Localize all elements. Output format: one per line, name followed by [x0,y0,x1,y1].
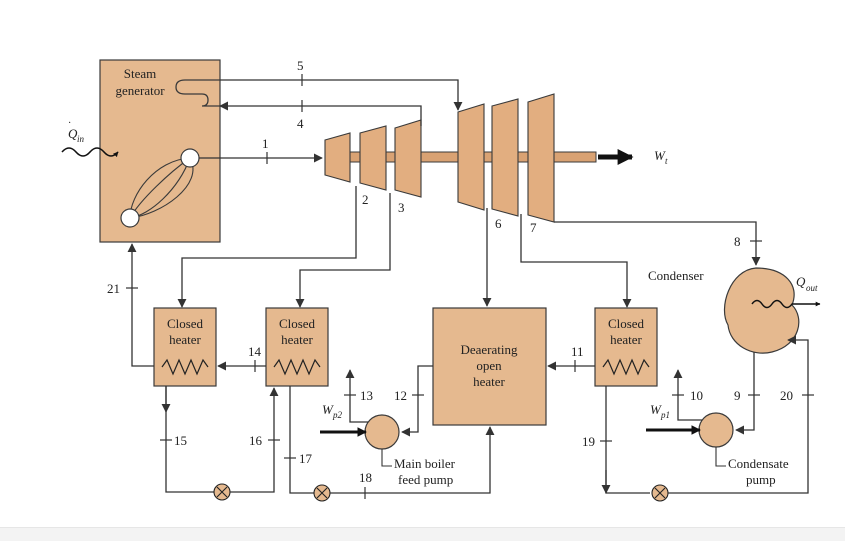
reheater-coil [175,79,220,107]
svg-text:t: t [665,156,668,166]
closed-heater-1: Closed heater [153,307,217,387]
q-in-heat: Q in · [61,118,119,158]
svg-text:W: W [650,402,662,417]
line-3 [295,193,391,308]
svg-text:p2: p2 [332,410,343,420]
svg-text:Closed: Closed [167,316,204,331]
svg-text:p1: p1 [660,410,670,420]
svg-text:heater: heater [473,374,505,389]
steam-generator-label-2: generator [115,83,165,98]
boiler-drum-bottom [120,208,140,228]
power-plant-diagram: Steam generator Q in · W t [61,58,821,502]
line-17 [289,386,314,494]
svg-text:Closed: Closed [279,316,316,331]
condenser: Condenser Q out [648,267,821,354]
turbine-stage-lp2 [491,98,519,217]
svg-text:Deaerating: Deaerating [460,342,518,357]
line-18 [330,426,495,494]
line-20 [668,335,809,494]
svg-text:pump: pump [746,472,776,487]
svg-text:1: 1 [262,136,269,151]
svg-text:6: 6 [495,216,502,231]
line-4 [219,101,422,126]
svg-text:13: 13 [360,388,373,403]
bottom-rule [0,527,845,541]
turbine-stage-hp1 [324,132,351,183]
svg-text:19: 19 [582,434,595,449]
line-12 [401,365,433,437]
svg-text:18: 18 [359,470,372,485]
svg-text:17: 17 [299,451,313,466]
svg-text:7: 7 [530,220,537,235]
svg-text:12: 12 [394,388,407,403]
trap-1 [213,483,231,501]
line-19 [605,386,650,494]
svg-text:Closed: Closed [608,316,645,331]
condenser-label: Condenser [648,268,704,283]
closed-heater-3: Closed heater [594,307,658,387]
svg-text:Condensate: Condensate [728,456,789,471]
svg-text:out: out [806,283,818,293]
svg-text:11: 11 [571,344,584,359]
svg-text:15: 15 [174,433,187,448]
svg-text:20: 20 [780,388,793,403]
main-boiler-feed-pump: W p2 Main boiler feed pump [320,402,456,487]
line-7 [520,214,632,308]
line-8 [554,221,761,266]
turbine-stage-lp3 [527,93,555,223]
svg-text:heater: heater [281,332,313,347]
svg-text:5: 5 [297,58,304,73]
turbine-work-label: W [654,148,666,163]
svg-text:2: 2 [362,192,369,207]
svg-text:Q: Q [68,126,78,141]
condensate-pump: W p1 Condensate pump [646,402,789,487]
svg-text:4: 4 [297,116,304,131]
line-21 [127,243,154,367]
line-10 [673,369,702,421]
svg-text:·: · [68,118,71,129]
turbine-stage-lp1 [457,103,485,211]
line-16 [230,387,279,493]
line-13 [345,369,368,423]
line-2 [177,186,357,308]
turbine-stage-hp3 [394,119,422,198]
svg-text:3: 3 [398,200,405,215]
svg-text:heater: heater [610,332,642,347]
svg-text:16: 16 [249,433,263,448]
closed-heater-2: Closed heater [265,307,329,387]
trap-3 [651,484,669,502]
svg-text:14: 14 [248,344,262,359]
svg-text:8: 8 [734,234,741,249]
deaerating-open-heater: Deaerating open heater [432,307,547,426]
trap-2 [313,484,331,502]
svg-text:in: in [77,134,85,144]
svg-text:Q: Q [796,274,806,289]
svg-text:W: W [322,402,334,417]
svg-text:open: open [476,358,502,373]
line-15 [165,386,214,493]
svg-text:feed pump: feed pump [398,472,453,487]
svg-text:heater: heater [169,332,201,347]
steam-generator: Steam generator [99,59,221,243]
svg-text:10: 10 [690,388,703,403]
turbine: W t [324,93,668,223]
line-5 [220,79,463,111]
svg-text:9: 9 [734,388,741,403]
boiler-drum-top [180,148,200,168]
turbine-stage-hp2 [359,125,387,191]
svg-text:Main boiler: Main boiler [394,456,456,471]
steam-generator-label-1: Steam [124,66,157,81]
svg-text:21: 21 [107,281,120,296]
line-9 [735,352,755,435]
